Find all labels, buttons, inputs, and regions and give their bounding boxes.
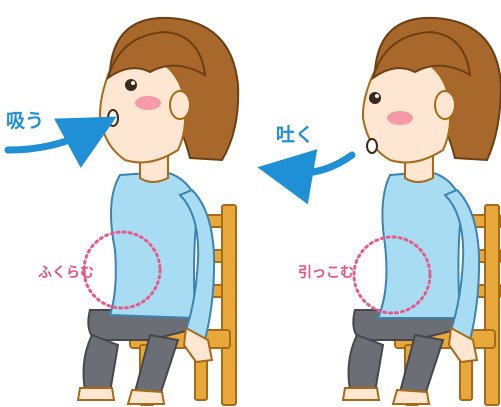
exhale-arrow xyxy=(285,155,352,173)
inhale-label: 吸う xyxy=(6,106,44,133)
exhale-label: 吐く xyxy=(276,120,314,147)
belly-label-right: 引っこむ xyxy=(298,262,354,282)
belly-label-left: ふくらむ xyxy=(38,262,94,282)
woman-exhaling xyxy=(285,18,501,405)
woman-inhaling xyxy=(8,18,238,405)
inhale-arrow xyxy=(8,130,92,150)
